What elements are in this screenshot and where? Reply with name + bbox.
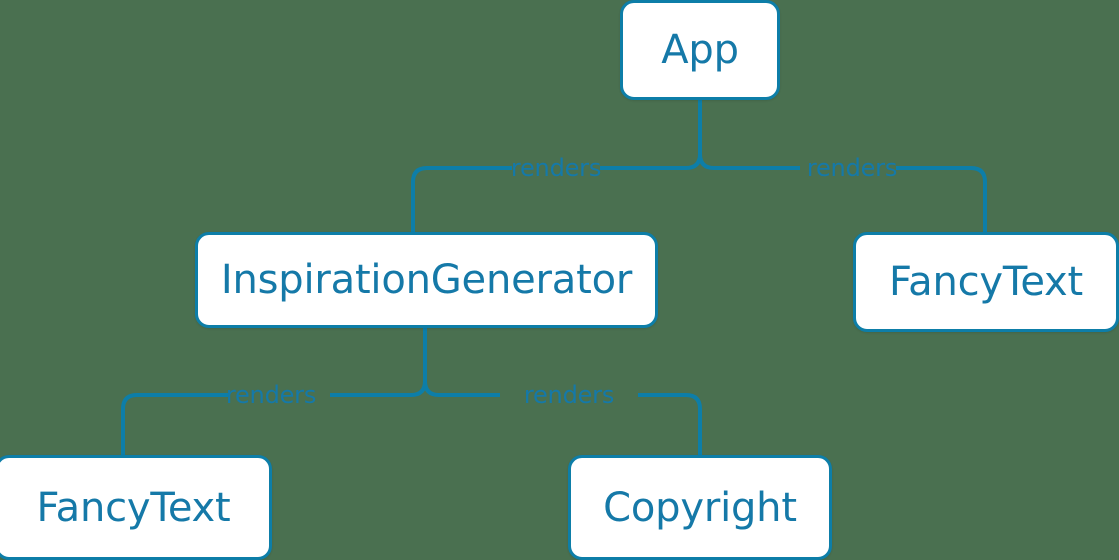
- edge-inspiration-generator-to-fancytext-left: [121, 393, 228, 455]
- edge-app-stem: [600, 100, 702, 170]
- node-fancytext-right-label: FancyText: [889, 259, 1083, 305]
- edge-inspiration-generator-stem-right: [423, 380, 500, 397]
- node-fancytext-right[interactable]: FancyText: [853, 232, 1119, 332]
- node-inspiration-generator[interactable]: InspirationGenerator: [195, 232, 658, 328]
- edge-app-to-inspiration-generator: [411, 166, 512, 232]
- edge-label-inspiration-generator-to-fancytext-left: renders: [225, 381, 317, 409]
- node-fancytext-left-label: FancyText: [36, 484, 231, 531]
- node-copyright[interactable]: Copyright: [568, 455, 832, 560]
- edge-label-app-to-inspiration-generator: renders: [510, 154, 602, 182]
- edge-app-to-fancytext-right: [896, 166, 987, 232]
- node-app[interactable]: App: [620, 0, 780, 100]
- edge-label-app-to-fancytext-right: renders: [806, 154, 898, 182]
- edge-app-stem-right: [698, 153, 800, 170]
- edge-inspiration-generator-to-copyright: [638, 393, 702, 455]
- edge-inspiration-generator-stem: [330, 328, 427, 397]
- edge-label-inspiration-generator-to-copyright: renders: [523, 381, 615, 409]
- node-copyright-label: Copyright: [603, 484, 797, 531]
- node-inspiration-generator-label: InspirationGenerator: [220, 257, 633, 303]
- node-fancytext-left[interactable]: FancyText: [0, 455, 272, 560]
- node-app-label: App: [661, 27, 739, 73]
